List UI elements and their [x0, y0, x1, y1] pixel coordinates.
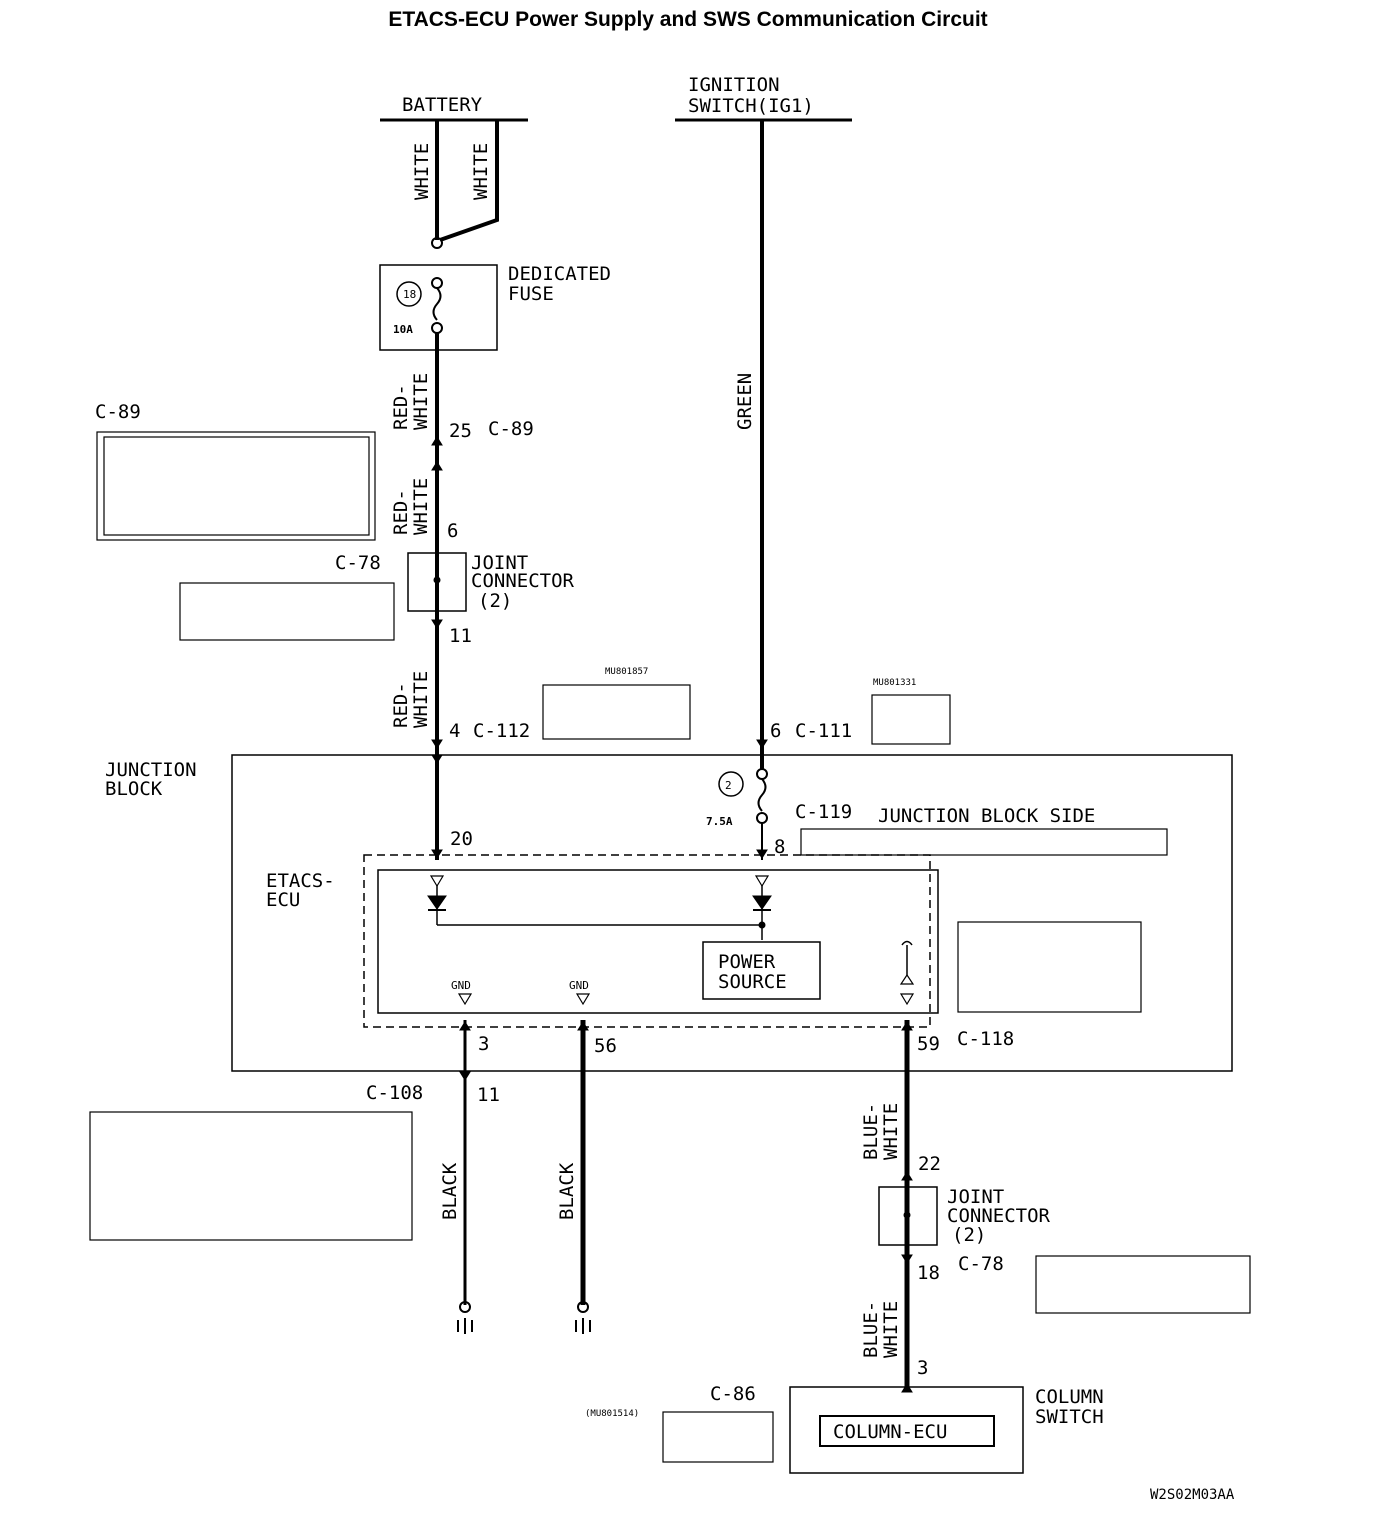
- wire-blue-1: BLUE-: [860, 1103, 882, 1160]
- label-mu1514: (MU801514): [585, 1409, 639, 1419]
- gnd-label-1: GND: [451, 979, 471, 992]
- battery-wire-b: [439, 120, 499, 242]
- c78-connector-face-top: [179, 582, 395, 641]
- joint-top-1: JOINT: [471, 552, 528, 574]
- pin-8: 8: [774, 836, 785, 858]
- wire-white-1: WHITE: [410, 373, 432, 430]
- pin-6: 6: [447, 520, 458, 542]
- pin-11: 11: [449, 625, 472, 647]
- label-c78-top: C-78: [335, 552, 381, 574]
- label-c78-bottom: C-78: [958, 1253, 1004, 1275]
- jb-label-2: BLOCK: [105, 778, 163, 800]
- label-c112: C-112: [473, 720, 530, 742]
- fuse-18-circle: [396, 281, 422, 307]
- label-c86: C-86: [710, 1383, 756, 1405]
- jb-side-label: JUNCTION BLOCK SIDE: [878, 805, 1095, 827]
- fuse2-number: 2: [725, 779, 732, 792]
- c89-connector-face: [96, 431, 376, 541]
- ignition-label-2: SWITCH(IG1): [688, 95, 814, 117]
- fuse-rating: 10A: [393, 323, 413, 336]
- joint-connector-top: [407, 552, 467, 612]
- wire-white-4: WHITE: [880, 1103, 902, 1160]
- etacs-label-1: ETACS-: [266, 870, 335, 892]
- label-c118: C-118: [957, 1028, 1014, 1050]
- gnd-label-2: GND: [569, 979, 589, 992]
- pin-25: 25: [449, 420, 472, 442]
- junction-block-box: [231, 754, 1233, 1072]
- joint-top-3: (2): [478, 590, 512, 612]
- wire-black-2: BLACK: [556, 1162, 578, 1220]
- column-ecu-box: [819, 1415, 995, 1447]
- wire-red-2: RED-: [390, 489, 412, 535]
- diagram-code: W2S02M03AA: [1150, 1487, 1235, 1503]
- c108-connector-face: [89, 1111, 413, 1241]
- power-label-1: POWER: [718, 951, 776, 973]
- label-mu1331: MU801331: [873, 678, 916, 688]
- wire-green: GREEN: [734, 373, 756, 430]
- label-c89-pin: C-89: [488, 418, 534, 440]
- etacs-ecu-inner-box: [377, 869, 939, 1014]
- pin-3b: 3: [917, 1357, 928, 1379]
- fuse-label-1: DEDICATED: [508, 263, 611, 285]
- wire-black-1: BLACK: [439, 1162, 461, 1220]
- c119-connector-face: [800, 828, 1168, 856]
- wire-white-2: WHITE: [410, 478, 432, 535]
- wire-red-3: RED-: [390, 682, 412, 728]
- wire-blue-2: BLUE-: [860, 1301, 882, 1358]
- pin-56: 56: [594, 1035, 617, 1057]
- wire-red-1: RED-: [390, 384, 412, 430]
- pin-59: 59: [917, 1033, 940, 1055]
- c86-connector-face: [662, 1411, 774, 1463]
- wire-white-5: WHITE: [880, 1301, 902, 1358]
- wire-white-3: WHITE: [410, 671, 432, 728]
- joint-bot-2: CONNECTOR: [947, 1205, 1051, 1227]
- power-label-2: SOURCE: [718, 971, 787, 993]
- label-c111: C-111: [795, 720, 852, 742]
- pin-11b: 11: [477, 1084, 500, 1106]
- pin-4: 4: [449, 720, 460, 742]
- column-ecu-label: COLUMN-ECU: [833, 1421, 947, 1443]
- joint-top-2: CONNECTOR: [471, 570, 575, 592]
- etacs-ecu-dashed-box: [363, 854, 931, 1028]
- pin-6b: 6: [770, 720, 781, 742]
- pin-20: 20: [450, 828, 473, 850]
- label-c89: C-89: [95, 401, 141, 423]
- wire-label-white-b: WHITE: [470, 143, 492, 200]
- battery-label: BATTERY: [402, 94, 483, 116]
- mu1331-connector-face: [871, 694, 951, 745]
- jb-label-1: JUNCTION: [105, 759, 197, 781]
- column-switch-1: COLUMN: [1035, 1386, 1104, 1408]
- pin-18: 18: [917, 1262, 940, 1284]
- fuse-number: 18: [403, 288, 416, 301]
- pin-3: 3: [478, 1033, 489, 1055]
- diagram-title: ETACS-ECU Power Supply and SWS Communica…: [388, 8, 988, 31]
- pin-22: 22: [918, 1153, 941, 1175]
- label-mu1857: MU801857: [605, 667, 648, 677]
- joint-bot-1: JOINT: [947, 1186, 1004, 1208]
- etacs-label-2: ECU: [266, 889, 300, 911]
- fuse-2-circle: [718, 771, 744, 797]
- column-switch-2: SWITCH: [1035, 1406, 1104, 1428]
- fuse2-rating: 7.5A: [706, 815, 733, 828]
- c78-connector-face-bottom: [1035, 1255, 1251, 1314]
- fuse-label-2: FUSE: [508, 283, 554, 305]
- power-source-box: [702, 941, 821, 1000]
- c118-connector-face: [957, 921, 1142, 1013]
- mu1857-connector-face: [542, 684, 691, 740]
- joint-connector-bottom: [878, 1186, 938, 1246]
- ignition-label-1: IGNITION: [688, 74, 780, 96]
- joint-bot-3: (2): [952, 1224, 986, 1246]
- wire-label-white-a: WHITE: [411, 143, 433, 200]
- label-c108: C-108: [366, 1082, 423, 1104]
- label-c119: C-119: [795, 801, 852, 823]
